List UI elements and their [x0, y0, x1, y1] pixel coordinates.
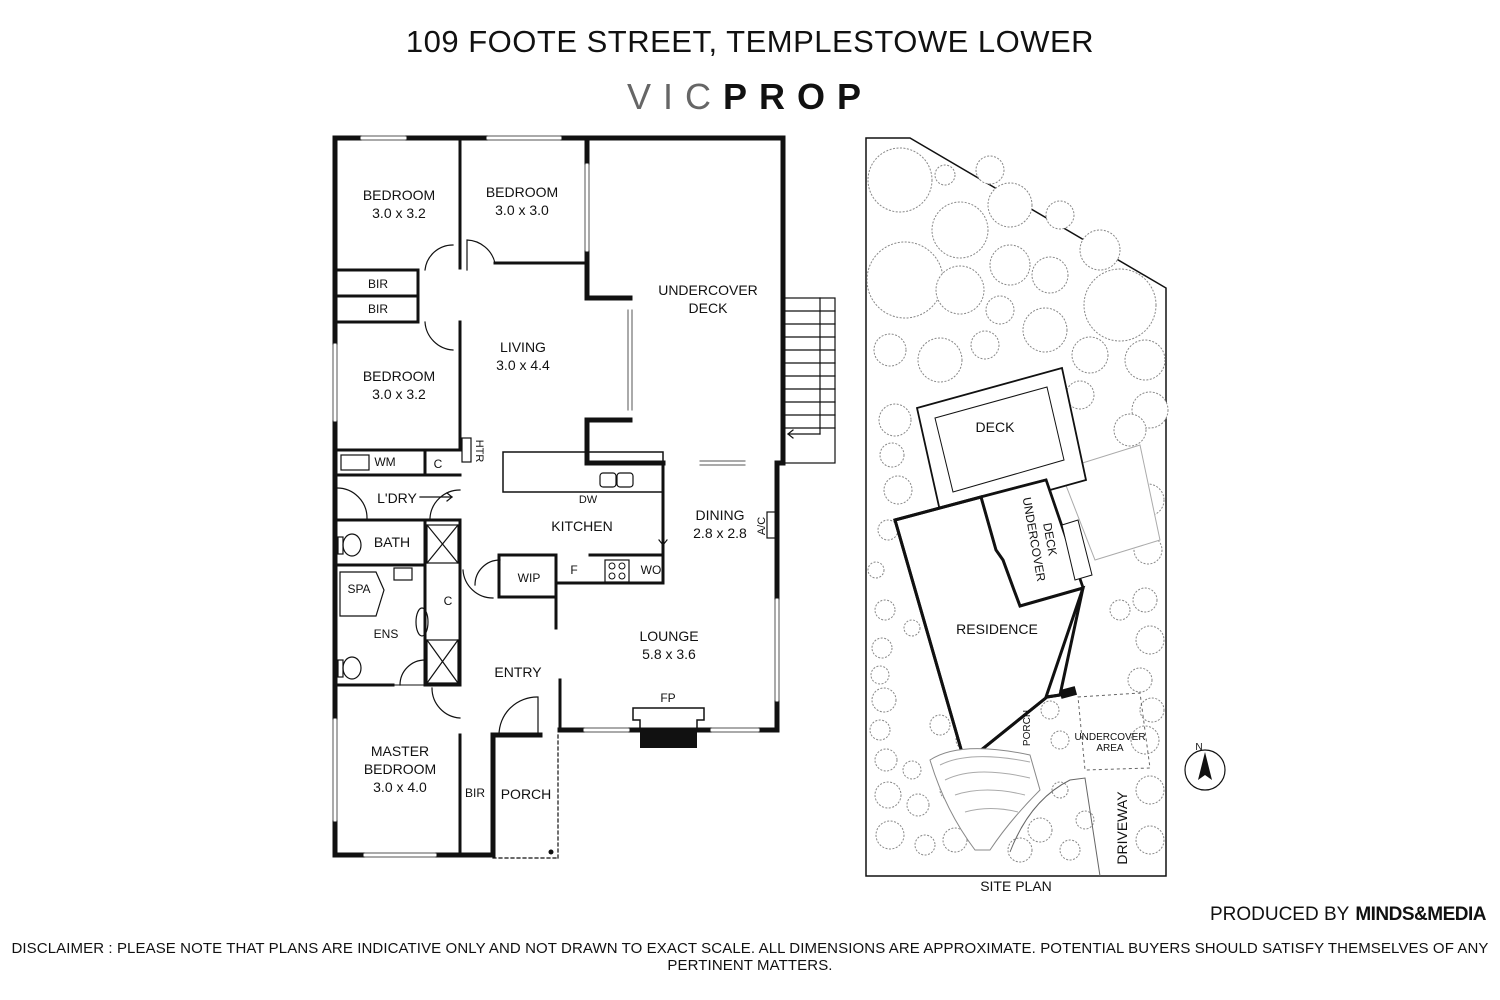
door-swings	[336, 239, 539, 736]
north-label: N	[1195, 742, 1202, 753]
room-master-line1: MASTER	[371, 743, 429, 759]
room-bedroom-1-size: 3.0 x 3.2	[372, 205, 426, 221]
label-wm: WM	[374, 455, 395, 469]
porch-outline	[492, 734, 559, 859]
brand-logo: VICPROP	[0, 76, 1500, 118]
site-label-deck: DECK	[976, 419, 1016, 435]
floor-plan	[332, 135, 836, 859]
room-dining-name: DINING	[696, 507, 745, 523]
site-label-undercover-deck-2: DECK	[1040, 522, 1060, 557]
arrow-icon	[419, 429, 821, 546]
room-ensuite: ENS	[374, 627, 399, 641]
site-label-undercover-area-1: UNDERCOVER	[1074, 732, 1145, 743]
sink-icon	[616, 472, 634, 488]
room-living-size: 3.0 x 4.4	[496, 357, 550, 373]
room-deck-line2: DECK	[689, 300, 729, 316]
label-fireplace: FP	[660, 691, 675, 705]
label-wall-oven: WO	[641, 563, 662, 577]
label-spa: SPA	[347, 582, 370, 596]
shower-icon	[426, 524, 459, 684]
produced-by-label: PRODUCED BY	[1209, 904, 1350, 925]
label-wip: WIP	[518, 571, 541, 585]
room-lounge-name: LOUNGE	[639, 628, 698, 644]
window-frames	[332, 135, 780, 858]
label-bir-2: BIR	[368, 302, 388, 316]
basin-icon	[393, 567, 413, 581]
label-c-1: C	[434, 457, 443, 471]
sink-icon	[599, 472, 617, 488]
interior-walls	[333, 136, 665, 857]
toilet-icon	[337, 533, 362, 680]
windows	[333, 136, 779, 857]
room-entry: ENTRY	[494, 664, 542, 680]
room-living-name: LIVING	[500, 339, 546, 355]
room-kitchen: KITCHEN	[551, 518, 612, 534]
room-bedroom-1-name: BEDROOM	[363, 187, 435, 203]
site-label-residence: RESIDENCE	[956, 621, 1038, 637]
air-conditioner-icon	[766, 511, 777, 539]
site-plan-title: SITE PLAN	[980, 878, 1052, 894]
spa-bath-icon	[339, 571, 385, 617]
site-label-undercover-area-2: AREA	[1096, 743, 1124, 754]
room-bedroom-2-size: 3.0 x 3.0	[495, 202, 549, 218]
room-bedroom-3-name: BEDROOM	[363, 368, 435, 384]
fireplace-icon	[632, 707, 705, 731]
north-arrow-icon: N	[1184, 742, 1226, 791]
room-bedroom-2-name: BEDROOM	[486, 184, 558, 200]
trees	[866, 147, 1169, 863]
disclaimer-text: DISCLAIMER : PLEASE NOTE THAT PLANS ARE …	[11, 940, 1489, 974]
room-master-size: 3.0 x 4.0	[373, 779, 427, 795]
label-dw: DW	[579, 494, 598, 506]
brand-logo-light: VIC	[626, 76, 723, 117]
room-dining-size: 2.8 x 2.8	[693, 525, 747, 541]
site-boundary	[865, 137, 1167, 877]
site-label-driveway: DRIVEWAY	[1114, 791, 1130, 865]
heater-icon	[461, 437, 472, 463]
deck-stairs	[782, 297, 836, 464]
label-bir-3: BIR	[465, 786, 485, 800]
room-lounge-size: 5.8 x 3.6	[642, 646, 696, 662]
label-fridge: F	[570, 563, 577, 577]
room-master-line2: BEDROOM	[364, 761, 436, 777]
basin-icon	[415, 607, 429, 637]
door-knob-icon	[548, 849, 554, 855]
room-laundry: L'DRY	[377, 490, 417, 506]
brand-logo-bold: PROP	[722, 76, 874, 117]
page-title: 109 FOOTE STREET, TEMPLESTOWE LOWER	[405, 24, 1095, 59]
site-plan: N DECK UNDERCOVER DECK RESIDENCE PORCH U…	[865, 137, 1226, 894]
label-c-2: C	[444, 594, 453, 608]
washing-machine-icon	[340, 454, 370, 471]
room-porch: PORCH	[501, 786, 552, 802]
cooktop-icon	[604, 559, 630, 583]
room-deck-line1: UNDERCOVER	[658, 282, 758, 298]
label-htr: HTR	[473, 440, 485, 463]
label-ac: A/C	[756, 517, 768, 535]
company-logo: MINDS&MEDIA	[1355, 904, 1486, 925]
site-label-porch: PORCH	[1022, 710, 1033, 746]
room-bedroom-3-size: 3.0 x 3.2	[372, 386, 426, 402]
label-bir-1: BIR	[368, 277, 388, 291]
room-bath: BATH	[374, 534, 410, 550]
kitchen-bench	[502, 451, 664, 493]
